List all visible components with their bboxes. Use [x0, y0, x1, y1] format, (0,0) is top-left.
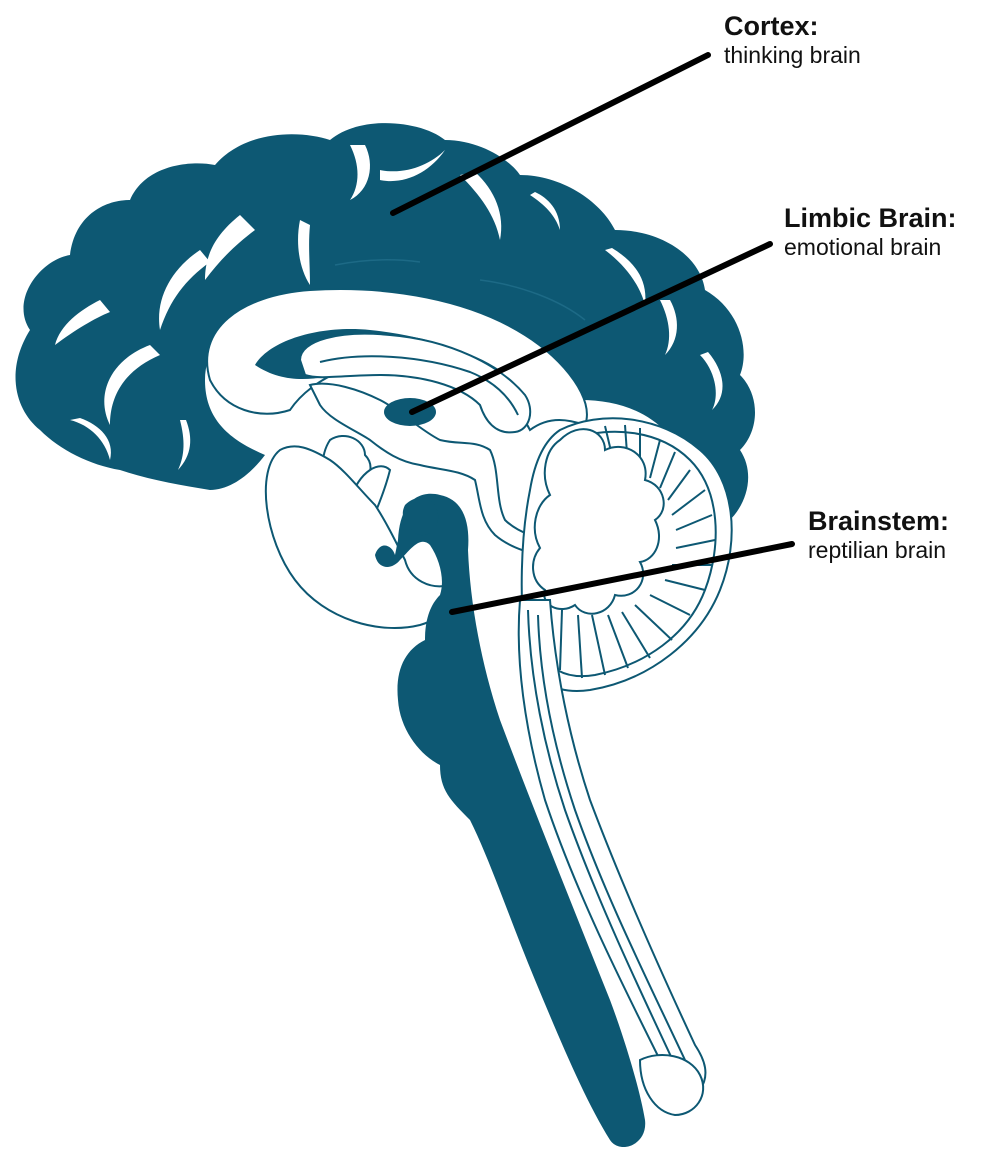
brainstem-title: Brainstem:: [808, 505, 949, 537]
cortex-label: Cortex: thinking brain: [724, 10, 861, 70]
cortex-subtitle: thinking brain: [724, 42, 861, 70]
limbic-label: Limbic Brain: emotional brain: [784, 202, 957, 262]
brainstem-label: Brainstem: reptilian brain: [808, 505, 949, 565]
cortex-title: Cortex:: [724, 10, 861, 42]
limbic-subtitle: emotional brain: [784, 234, 957, 262]
brainstem-subtitle: reptilian brain: [808, 537, 949, 565]
limbic-title: Limbic Brain:: [784, 202, 957, 234]
